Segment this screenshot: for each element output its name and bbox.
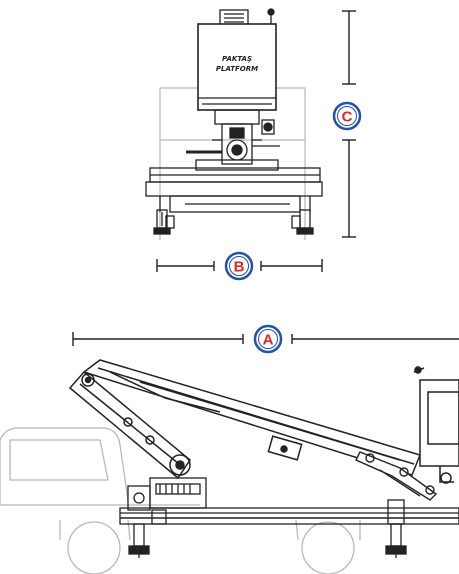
lower-arm <box>68 370 191 480</box>
brand-line2: PLATFORM <box>216 65 258 73</box>
dimension-b-badge: B <box>224 251 254 281</box>
dimension-a-line <box>72 332 459 346</box>
truck-chassis <box>119 507 459 525</box>
telescopic-boom <box>82 359 422 476</box>
control-box <box>219 8 275 27</box>
svg-text:B: B <box>234 259 245 276</box>
rear-basket <box>413 366 459 484</box>
truck-cab-ghost <box>0 427 361 574</box>
turret-column <box>186 109 280 165</box>
dimension-b-line <box>156 259 323 272</box>
front-view-drawing: PAKTAŞ PLATFORM <box>145 8 323 240</box>
front-outrigger <box>128 509 167 558</box>
dimension-c-badge: C <box>332 101 362 131</box>
chassis-frame <box>145 159 323 213</box>
dimension-c-line <box>342 10 356 238</box>
side-view-drawing <box>0 359 459 574</box>
dimension-a-badge: A <box>253 324 283 354</box>
brand-line1: PAKTAŞ <box>222 55 252 63</box>
basket <box>197 23 277 111</box>
rear-outrigger <box>385 499 407 558</box>
jib-linkage <box>355 451 438 501</box>
outrigger-right <box>291 209 314 235</box>
svg-text:A: A <box>263 332 274 349</box>
outrigger-left <box>153 209 175 235</box>
svg-text:C: C <box>342 109 353 126</box>
turret-base <box>127 477 207 511</box>
